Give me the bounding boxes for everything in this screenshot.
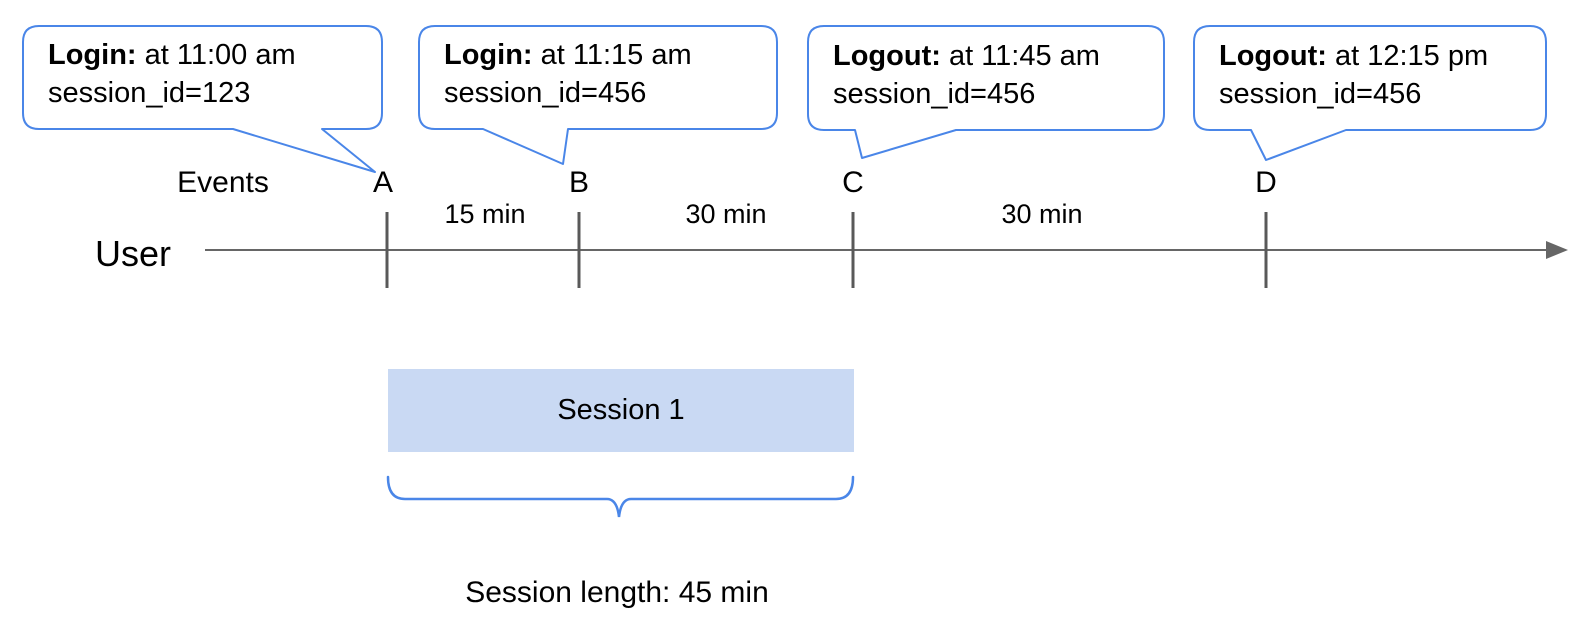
callout-2-event-detail: at 11:15 am <box>540 39 692 71</box>
callout-3-session-line: session_id=456 <box>833 78 1036 110</box>
callout-2-text: Login: at 11:15 am session_id=456 <box>444 36 692 112</box>
callout-4-event-line: Logout: at 12:15 pm <box>1219 37 1488 75</box>
callout-1-event-line: Login: at 11:00 am <box>48 36 296 74</box>
callout-4-session-line: session_id=456 <box>1219 78 1422 110</box>
callout-2-event-label: Login: <box>444 39 533 71</box>
callout-1-text: Login: at 11:00 am session_id=123 <box>48 36 296 112</box>
session-box: Session 1 <box>388 369 854 452</box>
callout-2-session-line: session_id=456 <box>444 77 647 109</box>
callout-1-session-line: session_id=123 <box>48 77 251 109</box>
callout-4-event-detail: at 12:15 pm <box>1334 40 1489 72</box>
session-length-caption: Session length: 45 min <box>465 576 769 609</box>
callout-4-text: Logout: at 12:15 pm session_id=456 <box>1219 37 1488 113</box>
interval-label-cd: 30 min <box>1001 199 1083 229</box>
interval-label-ab: 15 min <box>444 199 526 229</box>
callout-4-event-label: Logout: <box>1219 40 1327 72</box>
event-marker-b: B <box>568 166 590 199</box>
event-marker-d: D <box>1255 166 1277 199</box>
event-marker-a: A <box>372 166 394 199</box>
callout-2-event-line: Login: at 11:15 am <box>444 36 692 74</box>
session-brace <box>386 475 855 518</box>
event-marker-c: C <box>842 166 864 199</box>
callout-3-event-line: Logout: at 11:45 am <box>833 37 1100 75</box>
events-caption: Events <box>177 166 269 199</box>
callout-3-event-label: Logout: <box>833 40 941 72</box>
callout-1-event-detail: at 11:00 am <box>144 39 296 71</box>
timeline-arrowhead-icon <box>1546 241 1568 259</box>
session-box-label: Session 1 <box>557 394 685 426</box>
interval-label-bc: 30 min <box>685 199 767 229</box>
axis-label-user: User <box>95 233 172 274</box>
callout-1-event-label: Login: <box>48 39 137 71</box>
callout-3-text: Logout: at 11:45 am session_id=456 <box>833 37 1100 113</box>
callout-3-event-detail: at 11:45 am <box>948 40 1100 72</box>
